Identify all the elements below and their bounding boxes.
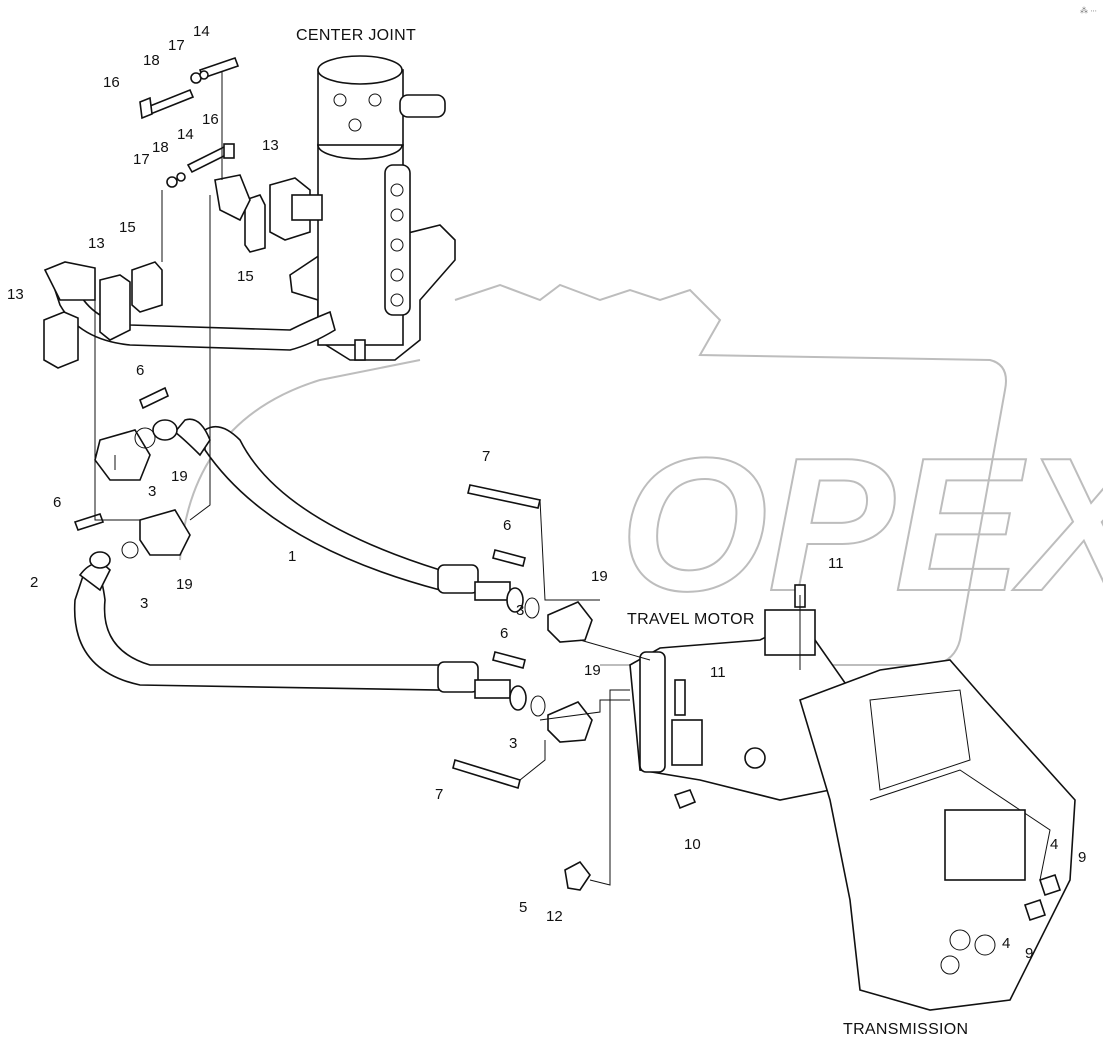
callout: 1 bbox=[288, 548, 296, 565]
pipe-assembly bbox=[43, 174, 336, 369]
callout: 13 bbox=[262, 137, 279, 154]
title-transmission: TRANSMISSION bbox=[843, 1021, 968, 1038]
callout: 16 bbox=[202, 111, 219, 128]
hoses bbox=[73, 418, 527, 711]
watermark-logo: OPEX bbox=[179, 283, 1103, 666]
callout: 10 bbox=[684, 836, 701, 853]
callout: 17 bbox=[133, 151, 150, 168]
callout: 19 bbox=[591, 568, 608, 585]
watermark-text: OPEX bbox=[620, 419, 1103, 631]
leader-lines bbox=[94, 72, 801, 886]
callout: 11 bbox=[710, 664, 726, 681]
callout: 16 bbox=[103, 74, 120, 91]
travel-motor bbox=[629, 584, 851, 810]
callout: 19 bbox=[584, 662, 601, 679]
callout: 12 bbox=[546, 908, 563, 925]
callout: 14 bbox=[177, 126, 194, 143]
callout: 13 bbox=[88, 235, 105, 252]
callout: 3 bbox=[509, 735, 517, 752]
callout: 4 bbox=[1050, 836, 1058, 853]
callout: 2 bbox=[30, 574, 38, 591]
callout: 18 bbox=[152, 139, 169, 156]
callout: 9 bbox=[1078, 849, 1086, 866]
callout: 6 bbox=[500, 625, 508, 642]
clamp-13-b bbox=[269, 177, 311, 241]
flanges bbox=[73, 386, 593, 790]
clamp-13-c bbox=[43, 311, 79, 369]
callout: 15 bbox=[237, 268, 254, 285]
bolts-top bbox=[139, 56, 240, 188]
callout: 6 bbox=[503, 517, 511, 534]
callout: 14 bbox=[193, 23, 210, 40]
transmission bbox=[564, 659, 1076, 1011]
callout: 15 bbox=[119, 219, 136, 236]
callout: 7 bbox=[435, 786, 443, 803]
plate-15-b bbox=[244, 194, 266, 253]
callout: 9 bbox=[1025, 945, 1033, 962]
callout: 3 bbox=[148, 483, 156, 500]
callout: 11 bbox=[828, 555, 844, 572]
callout: 19 bbox=[176, 576, 193, 593]
callout: 3 bbox=[140, 595, 148, 612]
callout: 13 bbox=[7, 286, 24, 303]
callout: 17 bbox=[168, 37, 185, 54]
clamp-13-a bbox=[99, 274, 131, 341]
callout-labels: 14 18 17 16 16 14 18 17 13 15 13 15 13 6… bbox=[7, 23, 1086, 962]
callout: 4 bbox=[1002, 935, 1010, 952]
callout: 19 bbox=[171, 468, 188, 485]
callout: 6 bbox=[53, 494, 61, 511]
corner-mark: ⁂ ∙∙∙ bbox=[1080, 6, 1097, 15]
title-travel-motor: TRAVEL MOTOR bbox=[627, 611, 755, 628]
callout: 18 bbox=[143, 52, 160, 69]
callout: 5 bbox=[519, 899, 527, 916]
title-center-joint: CENTER JOINT bbox=[296, 27, 416, 44]
plate-15-a bbox=[131, 261, 163, 313]
callout: 6 bbox=[136, 362, 144, 379]
callout: 3 bbox=[516, 602, 524, 619]
callout: 7 bbox=[482, 448, 490, 465]
